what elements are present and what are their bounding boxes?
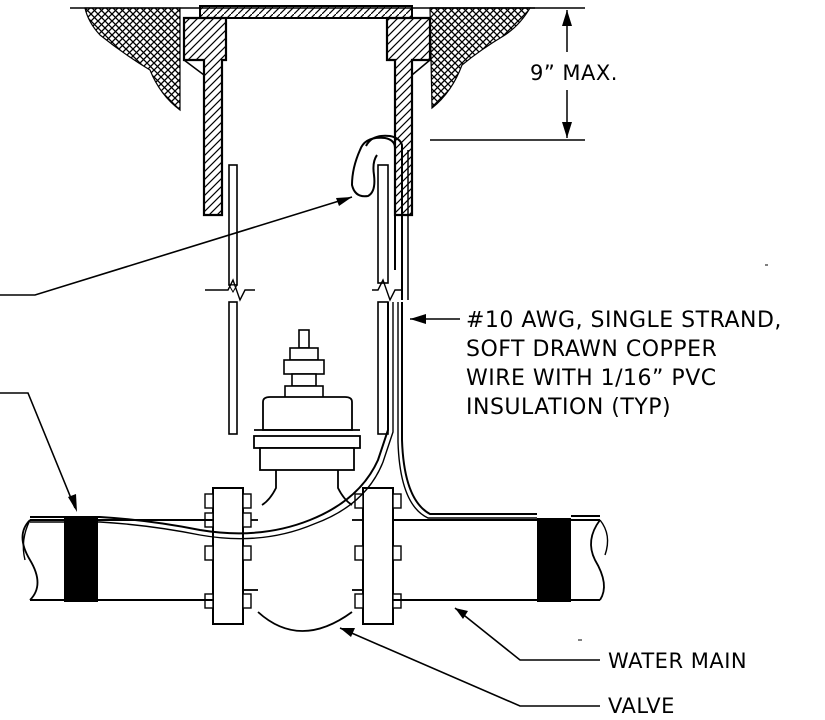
copper-wire-coil: [350, 134, 409, 300]
water-main-label: WATER MAIN: [608, 649, 747, 673]
leader-band: [0, 392, 77, 512]
leader-valve: [339, 627, 600, 707]
leader-water-main: [454, 607, 600, 661]
dimension-label: 9” MAX.: [530, 61, 618, 85]
valve-box-lid: [199, 5, 413, 19]
valve-box-top-section: [182, 16, 432, 217]
wire-note-line-2: SOFT DRAWN COPPER: [466, 337, 717, 362]
leader-coil: [0, 196, 353, 296]
joint-bond-band-left: [64, 518, 98, 602]
wire-note-line-3: WIRE WITH 1/16” PVC: [466, 366, 717, 391]
wire-note-line-4: INSULATION (TYP): [466, 395, 671, 420]
ground-soil: [70, 7, 535, 112]
water-main-pipe: [21, 518, 609, 602]
joint-bond-band-right: [537, 518, 571, 602]
wire-note-line-1: #10 AWG, SINGLE STRAND,: [466, 308, 782, 333]
leader-wire-note: [410, 314, 460, 324]
valve-box-shaft-lower: [205, 164, 402, 435]
valve-body: [204, 487, 402, 632]
valve-label: VALVE: [608, 694, 675, 718]
dimension-9-in-max: [430, 7, 585, 141]
valve-operator: [253, 329, 361, 506]
bonding-wire: [30, 302, 600, 540]
